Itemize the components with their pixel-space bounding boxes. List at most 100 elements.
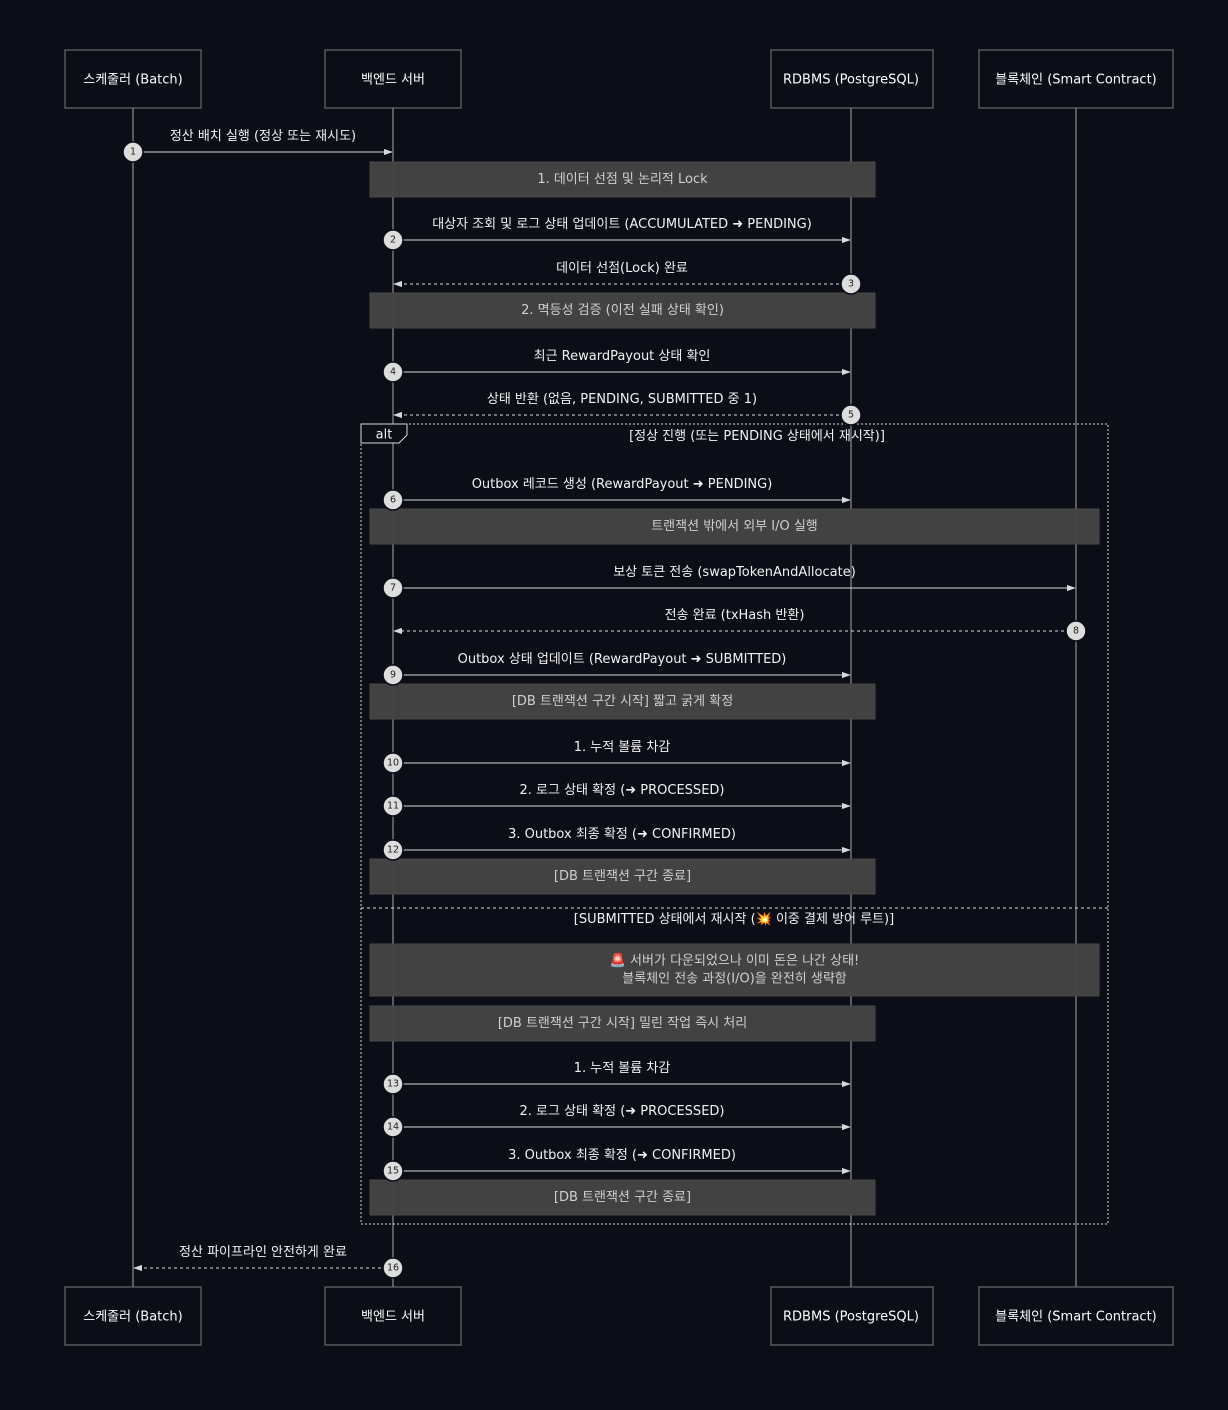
note-text: [DB 트랜잭션 구간 종료]	[554, 1190, 691, 1205]
sequence-number: 1	[130, 147, 136, 158]
note-text: 트랜잭션 밖에서 외부 I/O 실행	[651, 518, 818, 534]
note-n2: 2. 멱등성 검증 (이전 실패 상태 확인)	[369, 292, 876, 329]
sequence-number: 8	[1073, 626, 1079, 637]
messages: 정산 배치 실행 (정상 또는 재시도) 1 대상자 조회 및 로그 상태 업데이트…	[122, 128, 1087, 1279]
message-3: 데이터 선점(Lock) 완료3	[393, 261, 862, 295]
actor-box	[770, 49, 934, 109]
message-label: 전송 완료 (txHash 반환)	[665, 608, 805, 623]
sequence-number-badge	[382, 361, 404, 383]
message-label: 정산 배치 실행 (정상 또는 재시도)	[170, 128, 356, 144]
message-label: Outbox 상태 업데이트 (RewardPayout ➜ SUBMITTED…	[458, 652, 787, 667]
message-label: 2. 로그 상태 확정 (➜ PROCESSED)	[520, 1104, 725, 1119]
message-1: 정산 배치 실행 (정상 또는 재시도) 1	[122, 128, 393, 163]
alt-frame	[360, 423, 1109, 1225]
actor-rdbms-top: RDBMS (PostgreSQL)	[770, 49, 934, 109]
sequence-number-badge	[382, 795, 404, 817]
message-label: 2. 로그 상태 확정 (➜ PROCESSED)	[520, 783, 725, 798]
actor-box	[64, 49, 202, 109]
note-n3: 트랜잭션 밖에서 외부 I/O 실행	[369, 508, 1100, 545]
actor-box	[324, 49, 462, 109]
sequence-number-badge	[382, 1116, 404, 1138]
note-text: 2. 멱등성 검증 (이전 실패 상태 확인)	[521, 303, 724, 318]
sequence-number: 9	[390, 670, 396, 681]
actor-label: 백엔드 서버	[361, 73, 425, 88]
sequence-number: 16	[387, 1263, 399, 1274]
sequence-number-badge	[382, 752, 404, 774]
note-text: [DB 트랜잭션 구간 종료]	[554, 869, 691, 884]
sequence-number-badge	[1065, 620, 1087, 642]
note-box	[369, 683, 876, 720]
notes: 1. 데이터 선점 및 논리적 Lock 2. 멱등성 검증 (이전 실패 상태 …	[369, 161, 1100, 1216]
sequence-number-badge	[382, 577, 404, 599]
actor-scheduler-top: 스케줄러 (Batch)	[64, 49, 202, 109]
message-label: 대상자 조회 및 로그 상태 업데이트 (ACCUMULATED ➜ PENDI…	[432, 217, 812, 232]
message-15: 3. Outbox 최종 확정 (➜ CONFIRMED)15	[382, 1148, 851, 1182]
sequence-number-badge	[382, 664, 404, 686]
sequence-number-badge	[122, 141, 144, 163]
message-label: 1. 누적 볼륨 차감	[574, 1061, 671, 1076]
sequence-number-badge	[382, 839, 404, 861]
sequence-number: 11	[387, 801, 399, 812]
sequence-number: 6	[390, 495, 396, 506]
note-text: [DB 트랜잭션 구간 시작] 짧고 굵게 확정	[512, 694, 733, 709]
note-box	[369, 292, 876, 329]
actor-backend-top: 백엔드 서버	[324, 49, 462, 109]
note-text: [DB 트랜잭션 구간 시작] 밀린 작업 즉시 처리	[498, 1016, 747, 1031]
message-12: 3. Outbox 최종 확정 (➜ CONFIRMED) 12	[382, 827, 851, 861]
message-label: 3. Outbox 최종 확정 (➜ CONFIRMED)	[508, 827, 736, 842]
note-box	[369, 1179, 876, 1216]
note-n5: [DB 트랜잭션 구간 종료]	[369, 858, 876, 895]
actor-box	[64, 1286, 202, 1346]
message-label: 상태 반환 (없음, PENDING, SUBMITTED 중 1)	[487, 392, 757, 407]
actor-label: 블록체인 (Smart Contract)	[995, 1310, 1157, 1325]
actor-blockchain-bottom: 블록체인 (Smart Contract)	[978, 1286, 1174, 1346]
actor-box	[324, 1286, 462, 1346]
sequence-number-badge	[382, 1160, 404, 1182]
message-label: 보상 토큰 전송 (swapTokenAndAllocate)	[613, 565, 856, 580]
message-16: 정산 파이프라인 안전하게 완료 16	[133, 1245, 404, 1279]
note-n4: [DB 트랜잭션 구간 시작] 짧고 굵게 확정	[369, 683, 876, 720]
sequence-number-badge	[382, 489, 404, 511]
sequence-number-badge	[840, 273, 862, 295]
actor-scheduler-bottom: 스케줄러 (Batch)	[64, 1286, 202, 1346]
sequence-number: 5	[848, 410, 854, 421]
actor-label: RDBMS (PostgreSQL)	[783, 73, 919, 88]
sequence-number-badge	[840, 404, 862, 426]
sequence-number: 14	[387, 1122, 399, 1133]
message-label: 1. 누적 볼륨 차감	[574, 740, 671, 755]
alt-fragment: alt[정상 진행 (또는 PENDING 상태에서 재시작)][SUBMITT…	[360, 423, 1109, 1225]
note-box	[369, 858, 876, 895]
message-5: 상태 반환 (없음, PENDING, SUBMITTED 중 1) 5	[393, 392, 862, 426]
note-box	[369, 943, 1100, 997]
note-n6: 🚨 서버가 다운되었으나 이미 돈은 나간 상태!블록체인 전송 과정(I/O)…	[369, 943, 1100, 997]
actor-backend-bottom: 백엔드 서버	[324, 1286, 462, 1346]
actor-rdbms-bottom: RDBMS (PostgreSQL)	[770, 1286, 934, 1346]
sequence-number: 12	[387, 845, 399, 856]
alt-tag: alt	[376, 428, 393, 443]
message-label: 최근 RewardPayout 상태 확인	[534, 349, 711, 364]
sequence-number: 2	[390, 235, 396, 246]
alt-condition: [SUBMITTED 상태에서 재시작 (💥 이중 결제 방어 루트)]	[574, 911, 894, 927]
actor-label: 스케줄러 (Batch)	[83, 1310, 183, 1325]
note-n1: 1. 데이터 선점 및 논리적 Lock	[369, 161, 876, 198]
actor-label: 백엔드 서버	[361, 1310, 425, 1325]
note-box	[369, 1005, 876, 1042]
message-14: 2. 로그 상태 확정 (➜ PROCESSED) 14	[382, 1104, 851, 1138]
actor-label: RDBMS (PostgreSQL)	[783, 1310, 919, 1325]
sequence-number: 4	[390, 367, 396, 378]
message-4: 최근 RewardPayout 상태 확인 4	[382, 349, 851, 383]
sequence-number-badge	[382, 229, 404, 251]
message-label: 정산 파이프라인 안전하게 완료	[179, 1245, 347, 1260]
actor-box	[978, 1286, 1174, 1346]
alt-tag-box	[360, 423, 408, 444]
message-7: 보상 토큰 전송 (swapTokenAndAllocate)7	[382, 565, 1076, 599]
actor-box	[978, 49, 1174, 109]
actor-blockchain-top: 블록체인 (Smart Contract)	[978, 49, 1174, 109]
message-11: 2. 로그 상태 확정 (➜ PROCESSED) 11	[382, 783, 851, 817]
sequence-number: 3	[848, 279, 854, 290]
sequence-number-badge	[382, 1257, 404, 1279]
